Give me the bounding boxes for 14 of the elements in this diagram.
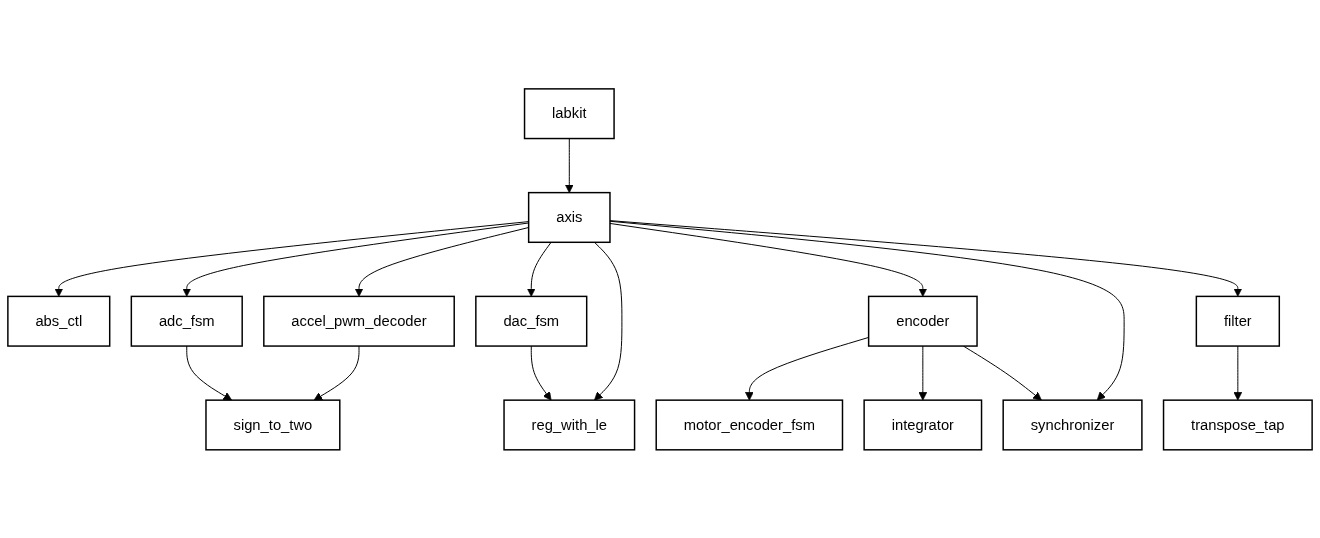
- node-box: accel_pwm_decoder: [263, 295, 455, 347]
- node-box: abs_ctl: [7, 295, 111, 347]
- node-box: reg_with_le: [503, 399, 636, 451]
- node-box: filter: [1195, 295, 1281, 347]
- node-box: adc_fsm: [130, 295, 243, 347]
- node-box: encoder: [867, 295, 978, 347]
- node-box: dac_fsm: [475, 295, 588, 347]
- node-box: axis: [527, 191, 611, 243]
- node-box: synchronizer: [1002, 399, 1143, 451]
- node-box: sign_to_two: [205, 399, 341, 451]
- node-box: motor_encoder_fsm: [655, 399, 844, 451]
- node-box: transpose_tap: [1162, 399, 1313, 451]
- node-box: labkit: [523, 87, 615, 139]
- node-box: integrator: [863, 399, 983, 451]
